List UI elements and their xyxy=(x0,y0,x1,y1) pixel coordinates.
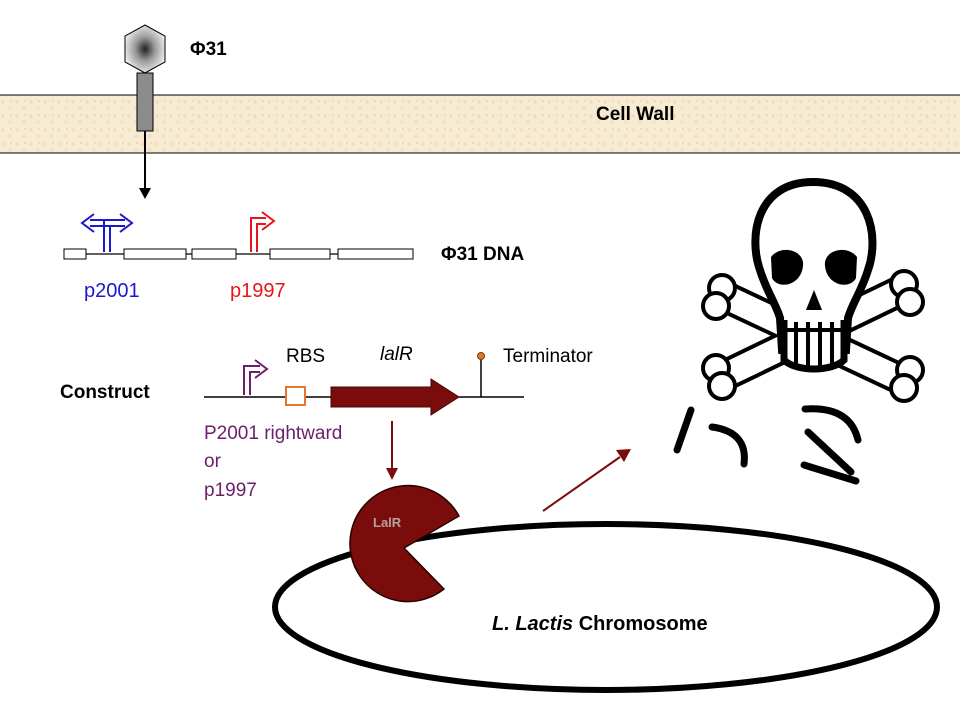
construct-map xyxy=(204,352,524,416)
skull-and-crossbones-icon xyxy=(701,177,925,403)
cell-wall-label: Cell Wall xyxy=(596,104,675,125)
repressor-label: LalR xyxy=(373,515,402,530)
p2001-label: p2001 xyxy=(84,280,140,302)
lalr-repressor-shape xyxy=(349,484,461,603)
p2001-promoter-icon xyxy=(80,213,134,252)
phage-dna-label: Φ31 DNA xyxy=(441,244,525,265)
lalr-gene-arrow xyxy=(330,378,460,416)
rbs-label: RBS xyxy=(286,346,326,367)
construct-title: Construct xyxy=(60,382,150,403)
terminator-label: Terminator xyxy=(503,346,593,367)
chromosome-label-rest: Chromosome xyxy=(573,613,708,635)
construct-promoter-line1: P2001 rightward xyxy=(204,423,343,444)
phage-dna-map xyxy=(63,248,414,260)
phage-label: Φ31 xyxy=(190,39,227,60)
gene-label: lalR xyxy=(380,344,413,365)
rbs-box xyxy=(285,386,306,406)
terminator-head xyxy=(477,352,485,360)
p1997-label: p1997 xyxy=(230,280,286,302)
chromosome-label-species: L. Lactis xyxy=(492,613,574,635)
construct-promoter-line3: p1997 xyxy=(204,480,257,501)
expression-arrow xyxy=(386,421,398,480)
chromosome-ellipse xyxy=(272,521,940,693)
chromosome-label: L. Lactis Chromosome xyxy=(492,614,708,634)
broken-dna-fragments-icon xyxy=(673,405,862,485)
p1997-promoter-icon xyxy=(250,211,276,252)
effect-arrow xyxy=(542,449,631,512)
construct-promoter-line2: or xyxy=(204,451,221,472)
cell-wall-band xyxy=(0,94,960,154)
phage-icon xyxy=(124,24,166,199)
